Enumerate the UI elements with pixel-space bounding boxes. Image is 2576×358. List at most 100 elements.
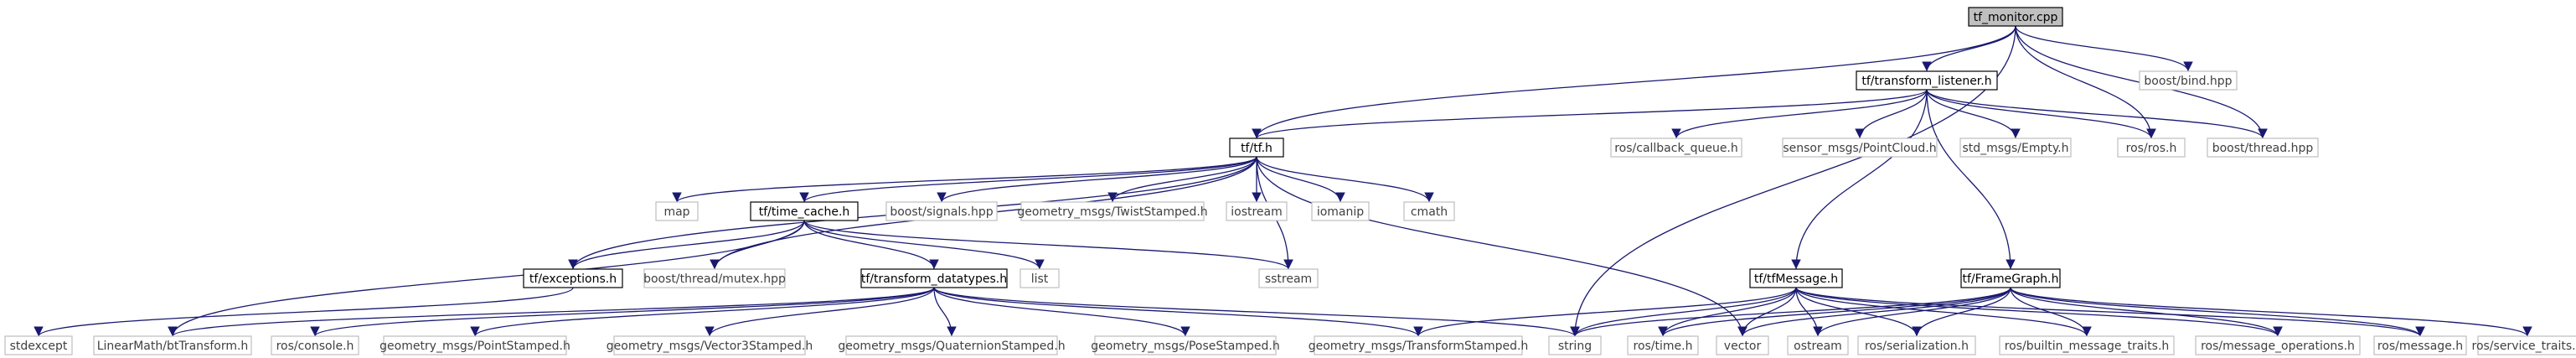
node-label: list [1031,272,1049,286]
node-tf-transform-datatypes-h[interactable]: tf/transform_datatypes.h [860,268,1008,288]
node-box [383,335,567,355]
node-sensor-msgs-pointcloud-h: sensor_msgs/PointCloud.h [1782,137,1938,158]
node-geometry-msgs-quaternionstamped-h: geometry_msgs/QuaternionStamped.h [838,335,1066,355]
edge-tf_monitor_cpp-to-tf_transform_listener_h [1922,25,2016,72]
node-box [2477,335,2576,355]
node-box [271,335,359,355]
edge-tf_transform_datatypes_h-to-string [933,287,1580,337]
node-box [1856,70,1998,91]
node-box [2195,335,2361,355]
node-box [1314,335,1523,355]
node-ros-console-h: ros/console.h [271,335,359,355]
node-label: tf_monitor.cpp [1974,11,2058,24]
node-label: geometry_msgs/PoseStamped.h [1091,340,1279,353]
edge-tf_transform_datatypes_h-to-geometry_msgs_pointstamped_h [470,287,935,337]
edge-tf_tfmessage_h-to-ros_time_h [1658,287,1797,337]
node-tf-time-cache-h[interactable]: tf/time_cache.h [750,201,859,221]
node-box [1787,335,1849,355]
node-label: geometry_msgs/QuaternionStamped.h [838,340,1065,353]
edge-tf_framegraph_h-to-ros_message_h [2010,287,2425,337]
edge-tf_tfmessage_h-to-ros_message_operations_h [1795,287,2283,337]
node-label: sstream [1265,272,1312,286]
node-ros-message-h: ros/message.h [2373,335,2467,355]
node-label: cmath [1411,205,1448,219]
node-box [643,268,786,288]
node-label: geometry_msgs/TwistStamped.h [1017,205,1207,219]
node-label: tf/FrameGraph.h [1962,272,2058,286]
node-tf-transform-listener-h[interactable]: tf/transform_listener.h [1856,70,1998,91]
node-ros-serialization-h: ros/serialization.h [1857,335,1976,355]
edge-tf_framegraph_h-to-vector [1737,287,2011,337]
node-tf-monitor-cpp[interactable]: tf_monitor.cpp [1968,7,2063,27]
node-label: ros/ros.h [2126,142,2177,155]
node-label: ros/callback_queue.h [1614,142,1738,155]
node-label: tf/time_cache.h [759,205,850,219]
edge-tf_transform_listener_h-to-ros_callback_queue_h [1671,89,1928,139]
edge-tf_framegraph_h-to-ros_serialization_h [1912,287,2011,337]
node-list: list [1020,268,1060,288]
edge-tf_tfmessage_h-to-geometry_msgs_transformstamped_h [1413,287,1797,337]
node-ros-service-traits-h: ros/service_traits.h [2472,335,2576,355]
edge-tf_time_cache_h-to-sstream [803,220,1293,270]
edge-tf_transform_datatypes_h-to-geometry_msgs_vector3stamped_h [705,287,935,337]
edge-tf_transform_listener_h-to-tf_tf_h [1252,89,1928,139]
node-box [1258,268,1319,288]
edge-tf_transform_datatypes_h-to-linearmath_bttransform_h [168,287,935,337]
edge-tf_framegraph_h-to-ros_time_h [1658,287,2011,337]
node-tf-exceptions-h[interactable]: tf/exceptions.h [523,268,623,288]
edge-tf_transform_listener_h-to-boost_thread_hpp [1926,89,2268,139]
node-geometry-msgs-posestamped-h: geometry_msgs/PoseStamped.h [1091,335,1280,355]
edge-tf_tf_h-to-iomanip [1256,156,1345,203]
node-iostream: iostream [1226,201,1288,221]
node-label: ros/message.h [2377,340,2463,353]
node-geometry-msgs-twiststamped-h: geometry_msgs/TwistStamped.h [1017,201,1208,221]
node-boost-bind-hpp: boost/bind.hpp [2139,70,2238,91]
node-box [2117,137,2186,158]
node-ros-time-h: ros/time.h [1627,335,1699,355]
node-box [1968,7,2063,27]
node-geometry-msgs-vector3stamped-h: geometry_msgs/Vector3Stamped.h [607,335,813,355]
edge-tf_tf_h-to-tf_time_cache_h [799,156,1257,203]
edge-tf_transform_listener_h-to-tf_tfmessage_h [1791,89,1928,270]
edge-tf_monitor_cpp-to-ros_ros_h [2015,25,2156,139]
node-label: boost/bind.hpp [2144,75,2232,88]
edge-tf_transform_listener_h-to-std_msgs_empty_h [1926,89,2021,139]
node-tf-tfmessage-h[interactable]: tf/tfMessage.h [1749,268,1843,288]
node-cmath: cmath [1403,201,1455,221]
node-label: ros/service_traits.h [2472,340,2576,353]
node-box [1403,201,1455,221]
node-box [1999,335,2175,355]
edge-tf_transform_datatypes_h-to-geometry_msgs_posestamped_h [933,287,1190,337]
node-ros-builtin-message-traits-h: ros/builtin_message_traits.h [1999,335,2175,355]
node-label: geometry_msgs/PointStamped.h [379,340,570,353]
edge-tf_time_cache_h-to-tf_transform_datatypes_h [803,220,939,270]
edge-tf_transform_datatypes_h-to-ros_console_h [310,287,935,337]
node-box [1020,268,1060,288]
node-iomanip: iomanip [1311,201,1370,221]
node-boost-signals-hpp: boost/signals.hpp [885,201,998,221]
node-label: geometry_msgs/TransformStamped.h [1309,340,1529,353]
node-label: vector [1724,340,1762,353]
node-label: ostream [1794,340,1842,353]
node-box [1960,268,2061,288]
node-tf-framegraph-h[interactable]: tf/FrameGraph.h [1960,268,2061,288]
edge-tf_time_cache_h-to-tf_exceptions_h [568,220,805,270]
edge-tf_tfmessage_h-to-ros_builtin_message_traits_h [1795,287,2092,337]
node-box [1226,201,1288,221]
node-box [1020,201,1205,221]
node-label: tf/exceptions.h [529,272,617,286]
node-box [2207,137,2319,158]
node-boost-thread-hpp: boost/thread.hpp [2207,137,2319,158]
edge-tf_transform_datatypes_h-to-geometry_msgs_transformstamped_h [933,287,1423,337]
edge-tf_transform_listener_h-to-sensor_msgs_pointcloud_h [1855,89,1928,139]
edge-tf_monitor_cpp-to-boost_bind_hpp [2015,25,2193,72]
node-box [750,201,859,221]
node-box [1094,335,1277,355]
node-box [1959,137,2072,158]
node-label: std_msgs/Empty.h [1963,142,2069,155]
node-tf-tf-h[interactable]: tf/tf.h [1229,137,1284,158]
node-box [1311,201,1370,221]
node-box [1857,335,1976,355]
node-box [1610,137,1742,158]
